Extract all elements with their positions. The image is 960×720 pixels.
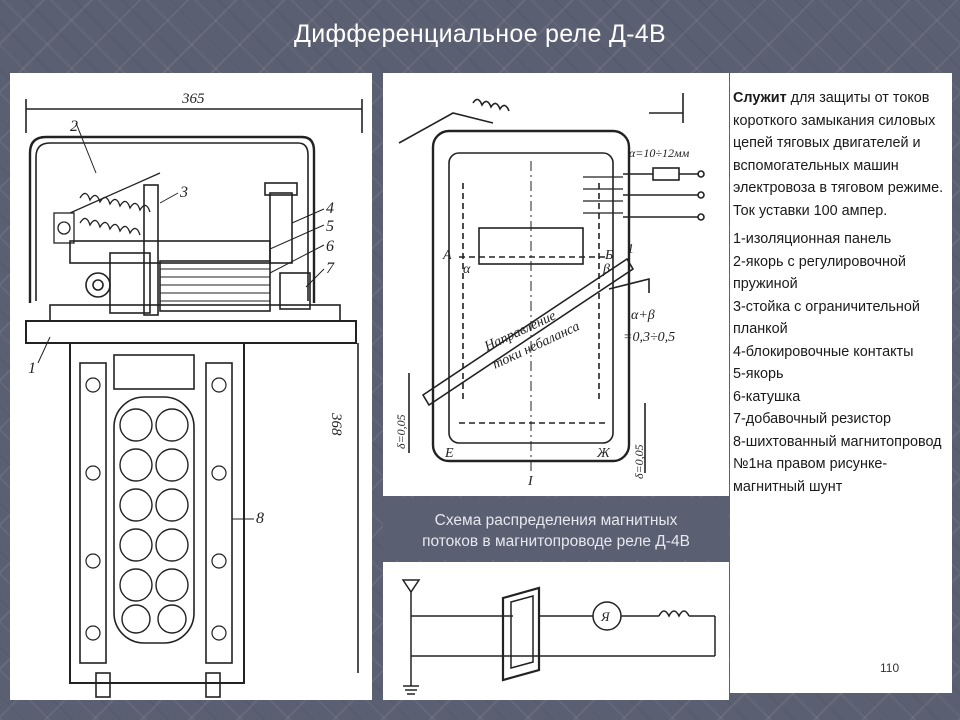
relay-core-symbol <box>501 586 541 682</box>
relay-assembly-drawing: 365 368 2 3 4 5 6 7 1 8 <box>10 73 372 700</box>
insulation-panel <box>25 320 357 344</box>
circuit-schematic: Я <box>383 562 729 700</box>
list-item: 1-изоляционная панель <box>733 231 892 247</box>
label-B: Б <box>604 248 613 263</box>
list-item: 3-стойка с ограничительной планкой <box>733 298 920 338</box>
width-dimension-label: 365 <box>181 91 205 107</box>
angle-formula-1: α+β <box>631 308 655 323</box>
list-item: 7-добавочный резистор <box>733 411 892 427</box>
magnetic-shunt <box>421 257 635 407</box>
gap-label: α=10÷12мм <box>629 146 690 160</box>
description-lead: Служит для защиты от токов короткого зам… <box>733 87 944 222</box>
label-A: А <box>442 248 452 263</box>
pantograph-symbol <box>401 579 421 594</box>
lead-rest: для защиты от токов короткого замыкания … <box>733 90 944 219</box>
flux-distribution-diagram: α=10÷12мм α+β =0,3÷0,5 Направление токи … <box>383 73 729 496</box>
flux-diagram-svg: α=10÷12мм α+β =0,3÷0,5 Направление токи … <box>394 93 705 489</box>
label-beta: β <box>602 262 610 277</box>
label-shunt-1: 1 <box>627 242 634 257</box>
list-item: №1на правом рисунке- магнитный шунт <box>733 456 888 495</box>
interlock-contacts <box>269 192 293 264</box>
caption-line-1: Схема распределения магнитных <box>434 512 678 529</box>
axis-mark: I <box>527 474 534 489</box>
angle-formula-2: =0,3÷0,5 <box>623 330 675 345</box>
field-winding-symbol <box>658 610 690 618</box>
lead-bold: Служит <box>733 90 787 106</box>
circuit-svg: Я <box>401 579 716 695</box>
list-item: 8-шихтованный магнитопровод <box>733 433 942 450</box>
armature-spring <box>53 172 161 244</box>
magnetic-core-8 <box>69 342 245 684</box>
list-item: 5-якорь <box>733 366 784 382</box>
description-panel: Служит для защиты от токов короткого зам… <box>730 73 952 693</box>
resistor-7 <box>279 272 311 310</box>
label-alpha: α <box>463 262 471 277</box>
armature-5 <box>69 240 271 264</box>
relay-assembly-svg: 365 368 2 3 4 5 6 7 1 8 <box>25 91 363 698</box>
motor-label: Я <box>600 609 611 624</box>
callout-1: 1 <box>28 360 36 377</box>
stop-post <box>143 184 159 316</box>
callout-7: 7 <box>326 260 335 277</box>
height-dimension-label: 368 <box>328 412 344 436</box>
callout-5: 5 <box>326 218 334 235</box>
callout-3: 3 <box>179 184 188 201</box>
caption-line-2: потоков в магнитопроводе реле Д-4В <box>422 533 690 550</box>
list-item: 2-якорь с регулировочной пружиной <box>733 253 906 293</box>
parts-list: 1-изоляционная панель 2-якорь с регулиро… <box>733 228 944 498</box>
list-item: 6-катушка <box>733 388 801 405</box>
list-item: 4-блокировочные контакты <box>733 343 914 360</box>
slide-title: Дифференциальное реле Д-4В <box>294 20 666 48</box>
coil-6 <box>159 260 271 312</box>
callout-8: 8 <box>256 510 264 527</box>
relay-cover <box>28 135 316 303</box>
callout-6: 6 <box>326 238 334 255</box>
callout-4: 4 <box>326 200 334 217</box>
left-gap-dimension: δ=0,05 <box>394 414 408 449</box>
page-number: 110 <box>880 661 900 675</box>
right-gap-dimension: δ=0,05 <box>632 444 646 479</box>
diagram-caption: Схема распределения магнитных потоков в … <box>383 498 729 560</box>
label-E: Е <box>444 446 454 461</box>
callout-2: 2 <box>70 118 78 135</box>
label-Zh: Ж <box>596 446 611 461</box>
